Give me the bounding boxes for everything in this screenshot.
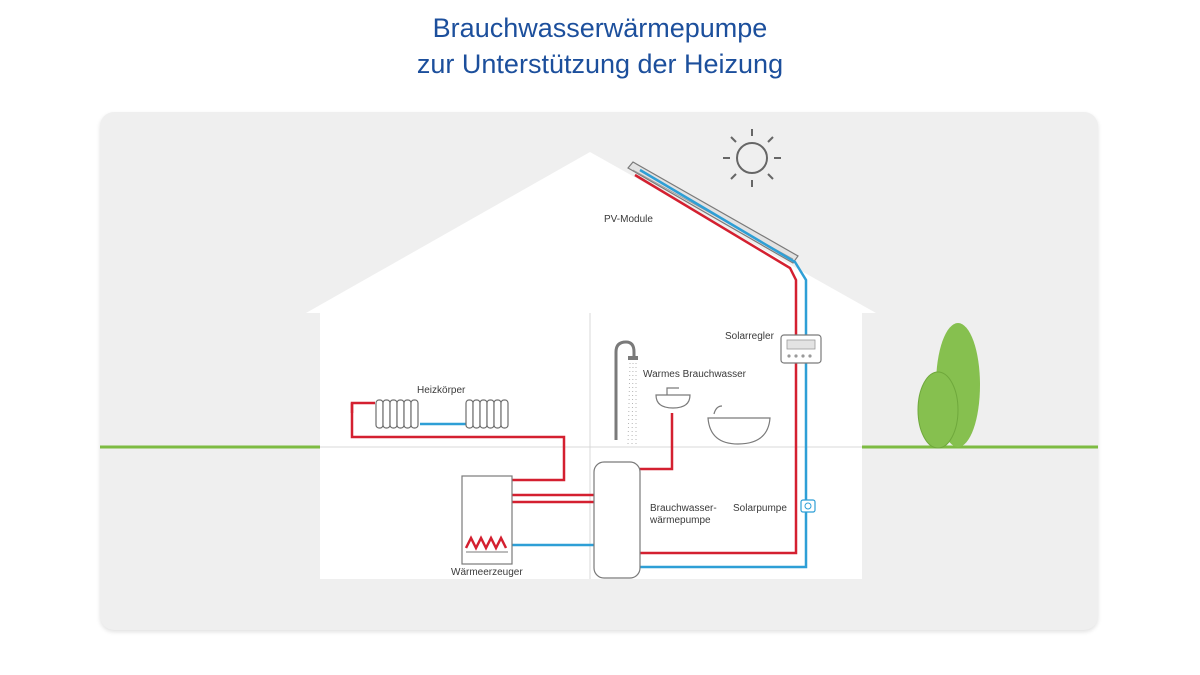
shower-icon (614, 340, 638, 440)
bathtub-icon (707, 405, 771, 445)
heat-pump-label-line-2: wärmepumpe (649, 515, 711, 526)
pv-modules-label: PV-Module (604, 214, 653, 225)
solar-controller-label: Solarregler (725, 331, 775, 342)
sink-icon (655, 387, 691, 409)
radiator-icon (375, 399, 419, 429)
solar-pipe-hot (601, 173, 798, 555)
radiators-label: Heizkörper (417, 385, 466, 396)
heat-pump-label-line-1: Brauchwasser- (650, 503, 717, 514)
tree-icon (917, 323, 980, 449)
pump-icon (800, 499, 816, 513)
solar-controller-icon (780, 334, 822, 364)
house-outline (306, 152, 876, 579)
diagram-title: Brauchwasserwärmepumpe zur Unterstützung… (0, 10, 1200, 82)
title-line-1: Brauchwasserwärmepumpe (432, 13, 768, 43)
title-line-2: zur Unterstützung der Heizung (416, 49, 784, 79)
sun-icon (723, 129, 781, 187)
boiler-icon (461, 475, 513, 565)
warm-water-label: Warmes Brauchwasser (643, 369, 747, 380)
heat-generator-label: Wärmeerzeuger (451, 567, 523, 578)
solar-pipe-cold (601, 168, 808, 569)
shower-water-icon (627, 362, 637, 446)
solar-pump-label: Solarpumpe (733, 503, 787, 514)
water-tank-icon (593, 461, 641, 579)
radiator-icon-2 (465, 399, 509, 429)
